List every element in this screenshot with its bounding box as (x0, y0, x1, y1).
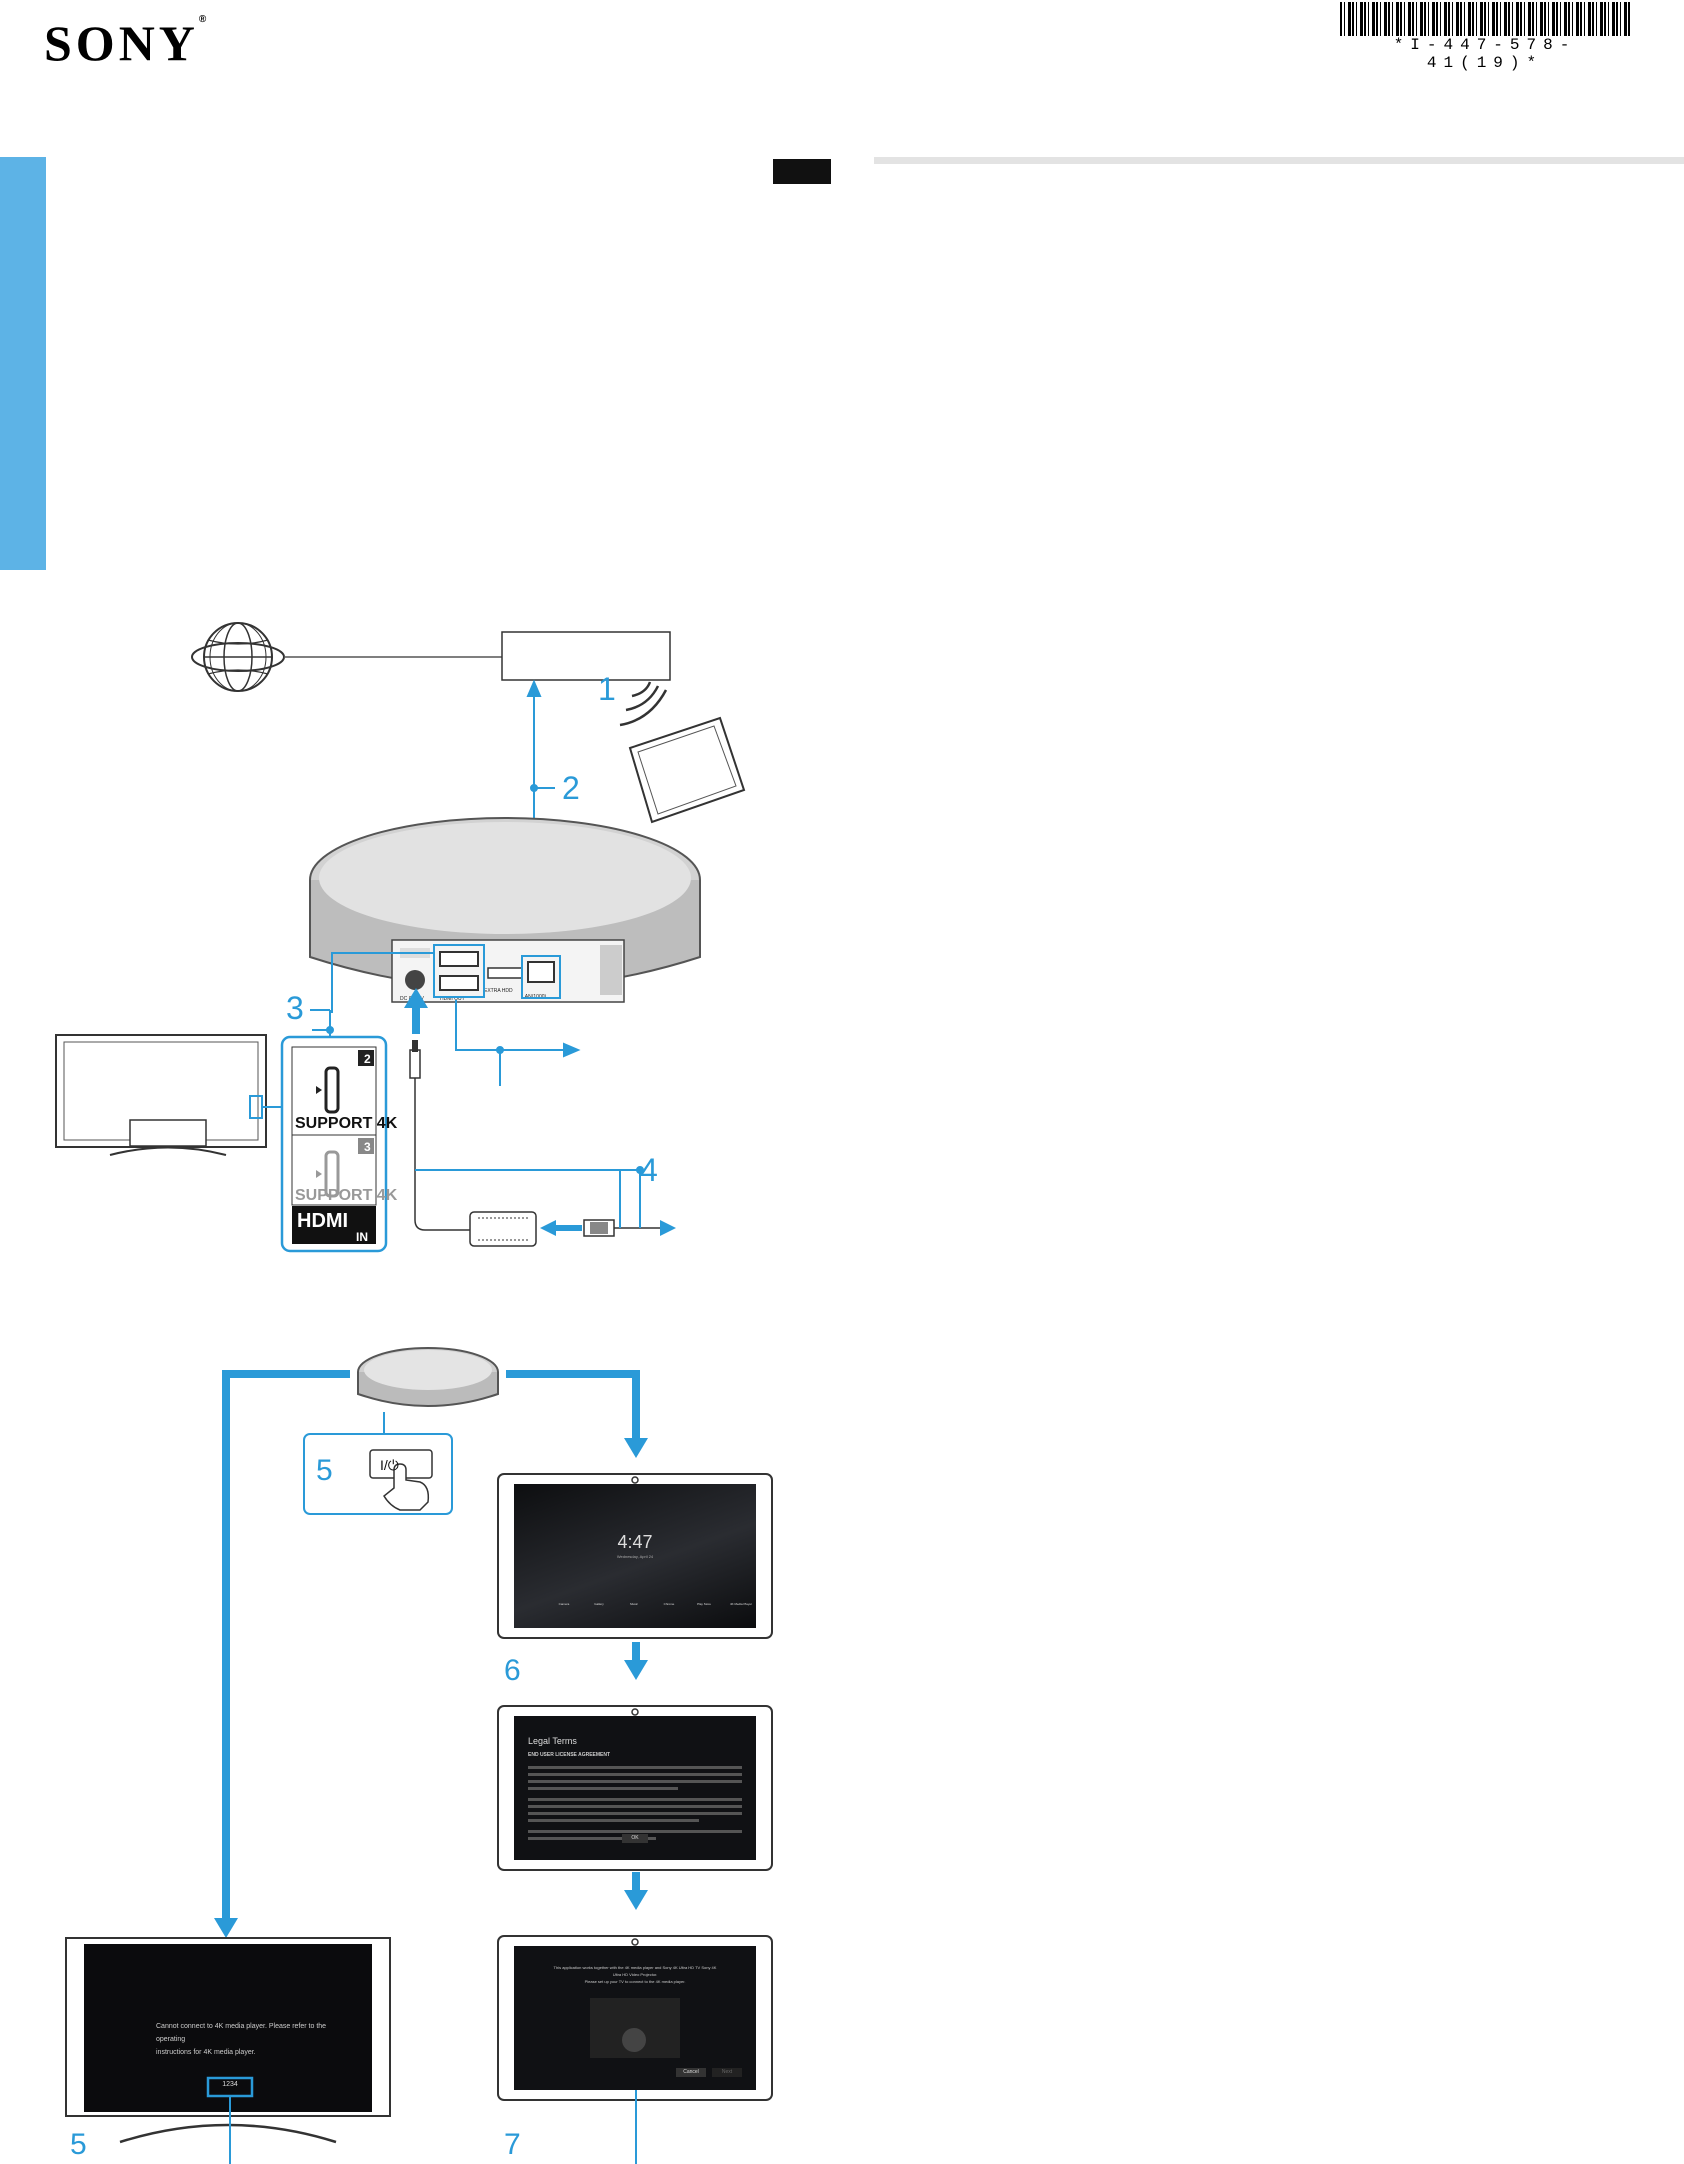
hdmi-logo: HDMI (297, 1210, 348, 1232)
legal-ok-button[interactable]: OK (622, 1834, 648, 1843)
app-chrome[interactable]: Chrome (663, 1602, 675, 1606)
legal-body-lines (528, 1762, 742, 1840)
tv-port-label-bottom: SUPPORT 4K (295, 1187, 398, 1204)
tv-hdmi-panel (280, 1035, 388, 1253)
step-number-1: 1 (598, 671, 616, 707)
router-box (501, 631, 671, 681)
step-number-7: 7 (504, 2128, 521, 2161)
ac-adapter-illustration (404, 988, 676, 1247)
lan-port-highlight (521, 955, 561, 999)
tv-port-number-top: 2 (364, 1052, 371, 1066)
4k-media-player-small (357, 1347, 499, 1407)
app-play-store[interactable]: Play Store (697, 1602, 711, 1606)
pair-instructions: This application works together with the… (553, 1965, 717, 1984)
pair-cancel-button[interactable]: Cancel (676, 2068, 706, 2077)
app-gallery[interactable]: Gallery (594, 1602, 604, 1606)
step-number-6: 6 (504, 1654, 521, 1687)
tv-port-label-top: SUPPORT 4K (295, 1115, 398, 1132)
language-tab (773, 159, 831, 184)
step-number-5-tv: 5 (70, 2128, 87, 2161)
power-button-label: I/⏻ (380, 1457, 399, 1473)
tv-rear-illustration (55, 1034, 267, 1156)
blue-sidebar-band (0, 157, 46, 570)
tablet-home-screen: 4:47 Wednesday, April 24 Camera Gallery … (514, 1484, 756, 1628)
app-music[interactable]: Music (630, 1602, 638, 1606)
home-app-dock: Camera Gallery Music Chrome Play Store 4… (554, 1602, 753, 1606)
step-number-3: 3 (286, 990, 304, 1026)
tablet-legal-screen: Legal Terms END USER LICENSE AGREEMENT O… (514, 1716, 756, 1860)
home-clock: 4:47 (617, 1532, 653, 1552)
connection-diagram: DC IN 18V HDMI OUT EXTRA HDD LAN(1000) (55, 622, 746, 1253)
home-date: Wednesday, April 24 (616, 1554, 654, 1559)
gray-header-rule (874, 157, 1684, 164)
step-number-2: 2 (562, 770, 580, 806)
tablet-device-icon (628, 716, 746, 824)
tv-error-message: Cannot connect to 4K media player. Pleas… (156, 2023, 327, 2056)
hdmi-port-highlight (433, 944, 485, 998)
pair-spinner-icon (622, 2028, 646, 2052)
hdmi-in-label: IN (356, 1230, 368, 1244)
pair-next-button[interactable]: Next (712, 2068, 742, 2077)
app-camera[interactable]: Camera (558, 1602, 570, 1606)
port-label-hdmi-out: HDMI OUT (440, 996, 465, 1002)
tv-front-illustration (65, 1937, 391, 2144)
tv-port-number-bottom: 3 (364, 1140, 371, 1154)
registered-mark: ® (198, 14, 207, 25)
power-button-callout (303, 1433, 453, 1515)
legal-title: Legal Terms (528, 1736, 577, 1746)
internet-globe-icon (191, 622, 285, 692)
port-label-extra-hdd: EXTRA HDD (484, 988, 513, 994)
wifi-icon (619, 681, 668, 727)
step-number-4: 4 (640, 1152, 658, 1188)
app-4k-media-player[interactable]: 4K Media Player (729, 1602, 752, 1606)
sony-logo: SONY® (44, 14, 207, 71)
tv-code: 1234 (222, 2081, 238, 2088)
4k-media-player-illustration (309, 817, 701, 1003)
step-number-5: 5 (316, 1454, 333, 1487)
legal-subtitle: END USER LICENSE AGREEMENT (528, 1752, 611, 1758)
tablet-pair-screen: This application works together with the… (514, 1946, 756, 2090)
barcode (1340, 2, 1630, 42)
barcode-text: *I-447-578-41(19)* (1340, 36, 1630, 72)
